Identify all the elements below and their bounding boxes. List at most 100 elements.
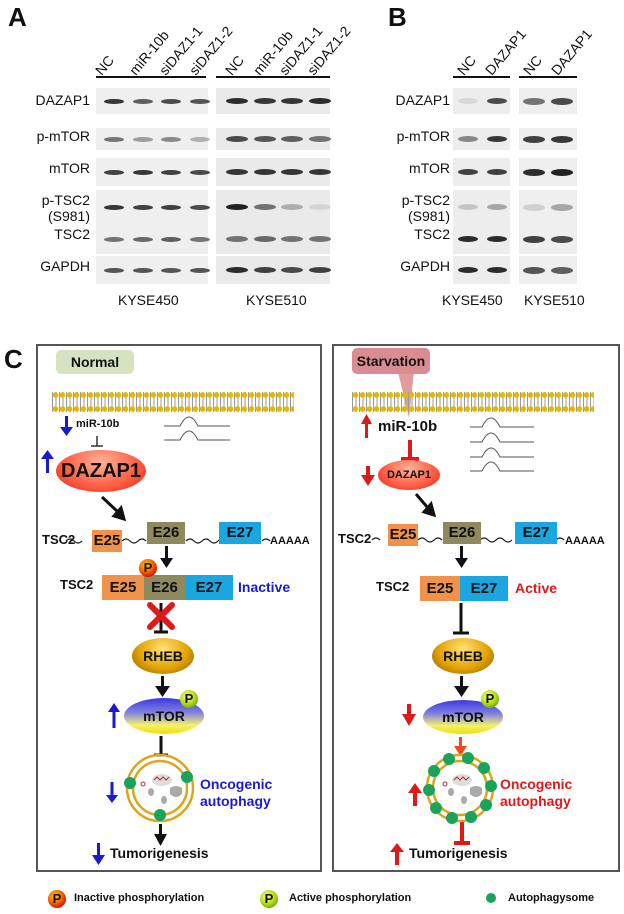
blot-band: [281, 236, 303, 242]
blot-band: [226, 204, 248, 210]
down-arrow-icon: [92, 843, 105, 865]
arrow-icon: [160, 546, 173, 568]
autophagy-label-line2: autophagy: [500, 793, 571, 809]
row-label: TSC2: [414, 226, 450, 242]
autophagosome-dot: [442, 753, 455, 766]
up-arrow-icon: [361, 414, 372, 438]
cell-membrane: [352, 392, 594, 412]
blot-band: [458, 204, 478, 210]
autophagosome-dot: [465, 810, 478, 823]
polya-tail: AAAAA: [565, 535, 605, 547]
blot-band: [458, 236, 478, 242]
blot-strip: [96, 128, 208, 150]
exon-e25: E25: [102, 575, 144, 600]
autophagy-label: Oncogenic autophagy: [500, 776, 572, 810]
blot-band: [487, 136, 507, 142]
autophagy-label: Oncogenic autophagy: [200, 776, 272, 810]
group-line: [96, 76, 206, 78]
blot-strip: [453, 128, 510, 150]
panel-c-letter: C: [4, 344, 23, 374]
row-label: p-TSC2: [401, 192, 450, 208]
blot-strip: [519, 128, 577, 150]
arrow-icon: [154, 824, 167, 846]
blot-band: [254, 236, 276, 242]
blot-band: [104, 136, 124, 142]
autophagosome-dot: [181, 771, 193, 783]
blot-band: [190, 267, 210, 273]
blot-band: [523, 203, 545, 211]
inhibit-icon: [453, 603, 469, 635]
blot-band: [281, 267, 303, 273]
mirna-label: miR-10b: [76, 418, 120, 430]
panel-a-letter: A: [8, 2, 27, 32]
normal-condition-badge: Normal: [56, 350, 134, 374]
blot-band: [281, 204, 303, 210]
blot-band: [133, 236, 153, 242]
row-label: DAZAP1: [35, 92, 90, 108]
autophagy-label-line1: Oncogenic: [500, 776, 573, 792]
autophagosome-dot: [461, 751, 474, 764]
mrna-strand: [65, 538, 271, 544]
tsc2-state-label: Inactive: [238, 579, 291, 595]
row-label: DAZAP1: [395, 92, 450, 108]
exon-e26: E26: [144, 575, 185, 600]
panel-b-letter: B: [388, 2, 407, 32]
autophagosome-dot: [124, 777, 136, 789]
blot-band: [161, 98, 181, 104]
blot-band: [161, 236, 181, 242]
group-line: [519, 76, 577, 78]
row-label: (S981): [47, 208, 90, 224]
arrow-icon: [100, 495, 127, 522]
blot-band: [551, 203, 573, 211]
tsc2-state-label: Active: [515, 580, 558, 596]
row-label: TSC2: [54, 226, 90, 242]
blot-band: [190, 98, 210, 104]
row-label: p-TSC2: [41, 192, 90, 208]
blot-band: [309, 267, 331, 273]
autophagosome-legend-icon: [486, 893, 496, 903]
exon-e25: E25: [92, 530, 122, 552]
autophagosome-dot: [480, 798, 493, 811]
arrow-icon: [454, 737, 467, 756]
row-label: p-mTOR: [396, 128, 450, 144]
blot-band: [161, 136, 181, 142]
blot-band: [190, 204, 210, 210]
blot-band: [523, 235, 545, 243]
mirna-label: miR-10b: [378, 418, 438, 435]
up-arrow-icon: [108, 703, 120, 728]
blot-band: [133, 136, 153, 142]
blot-band: [281, 169, 303, 175]
row-label: GAPDH: [400, 258, 450, 274]
blot-band: [487, 236, 507, 242]
legend-autophagosome-label: Autophagysome: [508, 892, 595, 904]
blot-strip: [453, 190, 510, 224]
blot-band: [309, 98, 331, 104]
tsc2-premrna-label: TSC2: [42, 532, 76, 547]
arrow-icon: [155, 676, 170, 697]
blot-band: [487, 267, 507, 273]
legend-active-label: Active phosphorylation: [289, 892, 412, 904]
mrna-strand: [371, 537, 565, 543]
down-arrow-icon: [402, 704, 416, 726]
blot-band: [226, 169, 248, 175]
inhibit-icon: [454, 822, 470, 845]
cell-line-label: KYSE450: [442, 292, 503, 308]
blot-band: [226, 236, 248, 242]
cell-line-label: KYSE450: [118, 292, 179, 308]
rheb-protein: RHEB: [432, 638, 494, 674]
blot-band: [523, 266, 545, 274]
exon-e26: E26: [443, 522, 481, 544]
inhibit-icon: [91, 436, 103, 447]
pre-mirna-hairpin-icon: [470, 417, 534, 472]
polya-tail: AAAAA: [270, 535, 310, 547]
down-arrow-icon: [361, 466, 375, 486]
inactive-phospho-icon: P: [139, 559, 157, 577]
arrow-icon: [454, 676, 469, 697]
autophagy-label-line1: Oncogenic: [200, 776, 273, 792]
blot-band: [254, 267, 276, 273]
blot-band: [190, 169, 210, 175]
outcome-label: Tumorigenesis: [110, 845, 209, 861]
exon-e25: E25: [420, 576, 460, 601]
blot-band: [104, 98, 124, 104]
exon-e26: E26: [147, 522, 185, 544]
